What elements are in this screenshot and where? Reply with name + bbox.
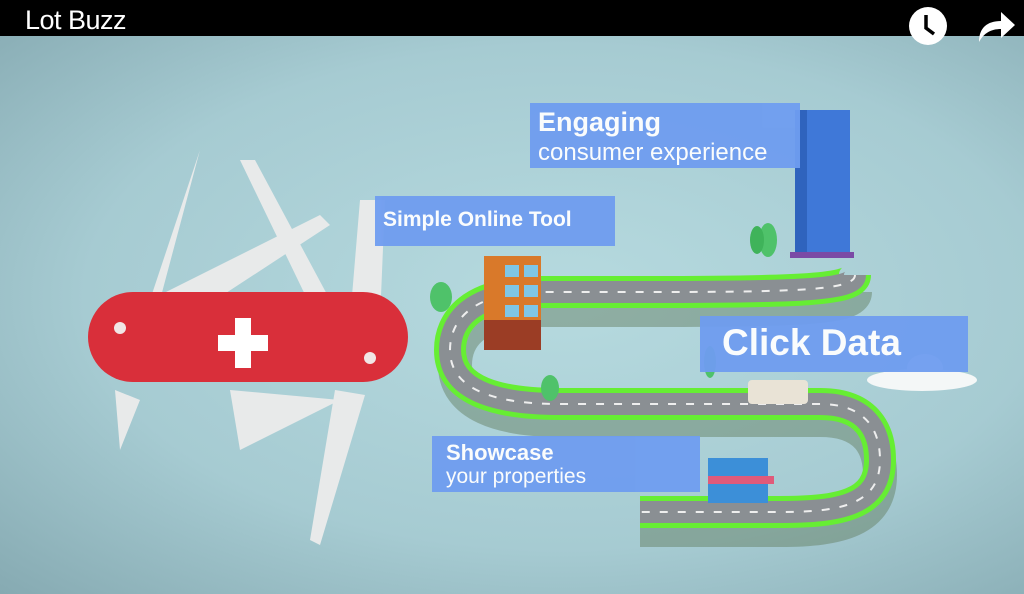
player-title-bar: Lot Buzz: [0, 0, 1024, 36]
engaging-label: Engaging consumer experience: [530, 103, 800, 168]
apartment-building: [484, 256, 541, 350]
share-icon[interactable]: [975, 8, 1017, 44]
engaging-subtitle: consumer experience: [538, 139, 768, 166]
showcase-subtitle: your properties: [446, 465, 587, 488]
tree: [430, 282, 452, 312]
simple-tool-label: Simple Online Tool: [375, 196, 615, 246]
swiss-army-knife: [88, 150, 408, 545]
storefront: [708, 458, 774, 503]
tree: [759, 223, 777, 257]
simple-tool-text: Simple Online Tool: [383, 208, 572, 231]
tree: [750, 226, 764, 254]
tree: [541, 375, 559, 401]
engaging-title: Engaging: [538, 107, 661, 137]
click-data-text: Click Data: [722, 322, 901, 363]
video-title[interactable]: Lot Buzz: [25, 5, 127, 35]
clock-icon[interactable]: [908, 6, 948, 46]
showcase-title: Showcase: [446, 440, 554, 465]
showcase-label: Showcase your properties: [432, 436, 700, 492]
click-data-label: Click Data: [700, 316, 968, 372]
car: [748, 380, 808, 404]
